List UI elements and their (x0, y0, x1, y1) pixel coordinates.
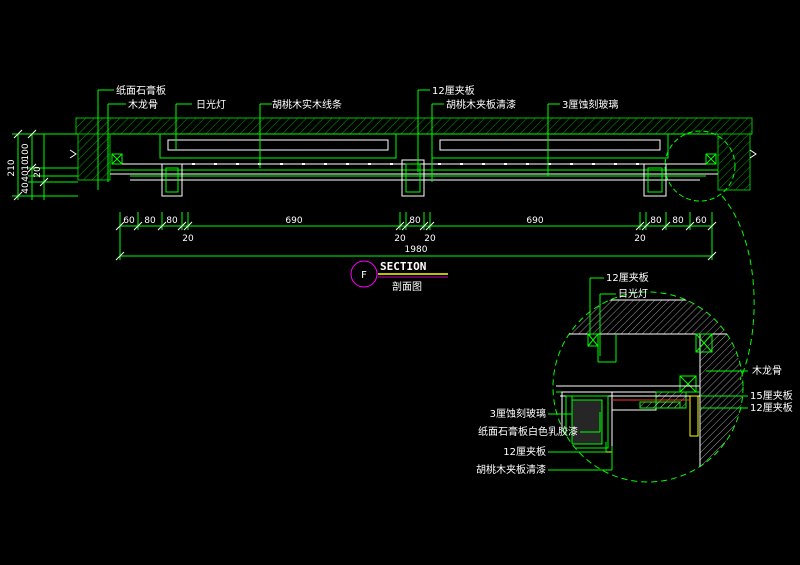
detail-view: 12厘夹板 日光灯 木龙骨 15厘夹板 12厘夹板 3厘蚀刻玻璃 纸面石膏板白色… (476, 271, 793, 483)
label-plywood-12: 12厘夹板 (432, 84, 475, 97)
wood-keel-left (111, 153, 123, 165)
section-title-text: SECTION (380, 260, 426, 273)
hdim-80-l1: 80 (144, 216, 156, 226)
hdim-20-a: 20 (182, 234, 194, 244)
lamp-dot (192, 163, 195, 165)
main-leaders (97, 89, 560, 190)
hdim-60-left: 60 (123, 216, 135, 226)
detail-label-wood-keel: 木龙骨 (752, 364, 782, 377)
lamp-dot (324, 163, 327, 165)
hdim-690-right: 690 (526, 216, 543, 226)
detail-labels: 12厘夹板 日光灯 木龙骨 15厘夹板 12厘夹板 3厘蚀刻玻璃 纸面石膏板白色… (476, 271, 793, 476)
label-etched-glass: 3厘蚀刻玻璃 (562, 98, 618, 111)
lamp-dot (368, 163, 371, 165)
hdim-690-left: 690 (285, 216, 302, 226)
lamp-dot (592, 163, 595, 165)
vdim-40b: 40 (21, 170, 31, 182)
vdim-10: 10 (21, 159, 31, 171)
hdim-20-c: 20 (424, 234, 436, 244)
lamp-dot (214, 163, 217, 165)
concrete-slab (75, 117, 753, 135)
lamp-dot (570, 163, 573, 165)
lamp-dot (302, 163, 305, 165)
trough-left (159, 133, 397, 159)
section-marker-letter: F (361, 270, 367, 281)
hdim-20-d: 20 (634, 234, 646, 244)
post-left (161, 163, 183, 197)
vdim-20: 20 (33, 166, 43, 178)
lamp-dot (390, 163, 393, 165)
lamp-dot (346, 163, 349, 165)
detail-label-plywood-12-bottom: 12厘夹板 (503, 445, 546, 458)
label-fluorescent: 日光灯 (196, 98, 226, 111)
post-right (643, 163, 667, 197)
trough-right (431, 133, 669, 159)
detail-leaders (548, 277, 748, 471)
hdim-80-r1: 80 (650, 216, 662, 226)
lamp-dot (460, 163, 463, 165)
hdim-20-b: 20 (394, 234, 406, 244)
detail-label-walnut-veneer-varnish: 胡桃木夹板清漆 (476, 463, 546, 476)
wood-keel-right (705, 153, 717, 165)
detail-label-fluorescent: 日光灯 (618, 287, 648, 300)
detail-label-plywood-15: 15厘夹板 (750, 389, 793, 402)
section-marker-circle (350, 260, 378, 288)
vdim-total: 210 (7, 159, 17, 176)
hdim-80-r2: 80 (672, 216, 684, 226)
left-wall (77, 133, 111, 181)
lamp-dot (614, 163, 617, 165)
lamp-dot (482, 163, 485, 165)
detail-callout-circle (664, 130, 736, 202)
right-wall (717, 133, 751, 191)
detail-label-gypsum-white-latex: 纸面石膏板白色乳胶漆 (478, 425, 578, 438)
lamp-dot (438, 163, 441, 165)
lamp-dot (526, 163, 529, 165)
main-section (69, 117, 757, 381)
label-wood-keel: 木龙骨 (128, 98, 158, 111)
vertical-dim-labels: 210 100 40 40 10 20 (7, 143, 43, 194)
label-walnut-veneer-varnish: 胡桃木夹板清漆 (446, 98, 516, 111)
hdim-60-right: 60 (695, 216, 707, 226)
detail-leader (721, 195, 755, 381)
lamp-dot (280, 163, 283, 165)
horizontal-dim-labels: 60 80 80 690 80 690 80 80 60 20 20 20 20… (123, 216, 707, 255)
detail-label-etched-glass: 3厘蚀刻玻璃 (490, 407, 546, 420)
detail-label-plywood-12-top: 12厘夹板 (606, 271, 649, 284)
detail-label-plywood-12-right: 12厘夹板 (750, 401, 793, 414)
label-walnut-solid-strip: 胡桃木实木线条 (272, 98, 342, 111)
vertical-dimensions (12, 129, 78, 201)
lamp-dot (636, 163, 639, 165)
lamp-dot (236, 163, 239, 165)
label-gypsum-board: 纸面石膏板 (116, 84, 166, 97)
vdim-100: 100 (21, 143, 31, 160)
section-subtitle: 剖面图 (392, 280, 422, 293)
hdim-80-l2: 80 (166, 216, 178, 226)
post-mid (401, 159, 425, 197)
lamp-dot (504, 163, 507, 165)
lamp-dot (548, 163, 551, 165)
hdim-total: 1980 (405, 245, 428, 255)
vdim-40a: 40 (21, 182, 31, 194)
main-labels: 纸面石膏板 木龙骨 日光灯 胡桃木实木线条 12厘夹板 胡桃木夹板清漆 3厘蚀刻… (116, 84, 618, 111)
horizontal-dimensions (115, 212, 717, 261)
section-title: F SECTION 剖面图 (350, 260, 448, 293)
hdim-80-mid: 80 (409, 216, 421, 226)
